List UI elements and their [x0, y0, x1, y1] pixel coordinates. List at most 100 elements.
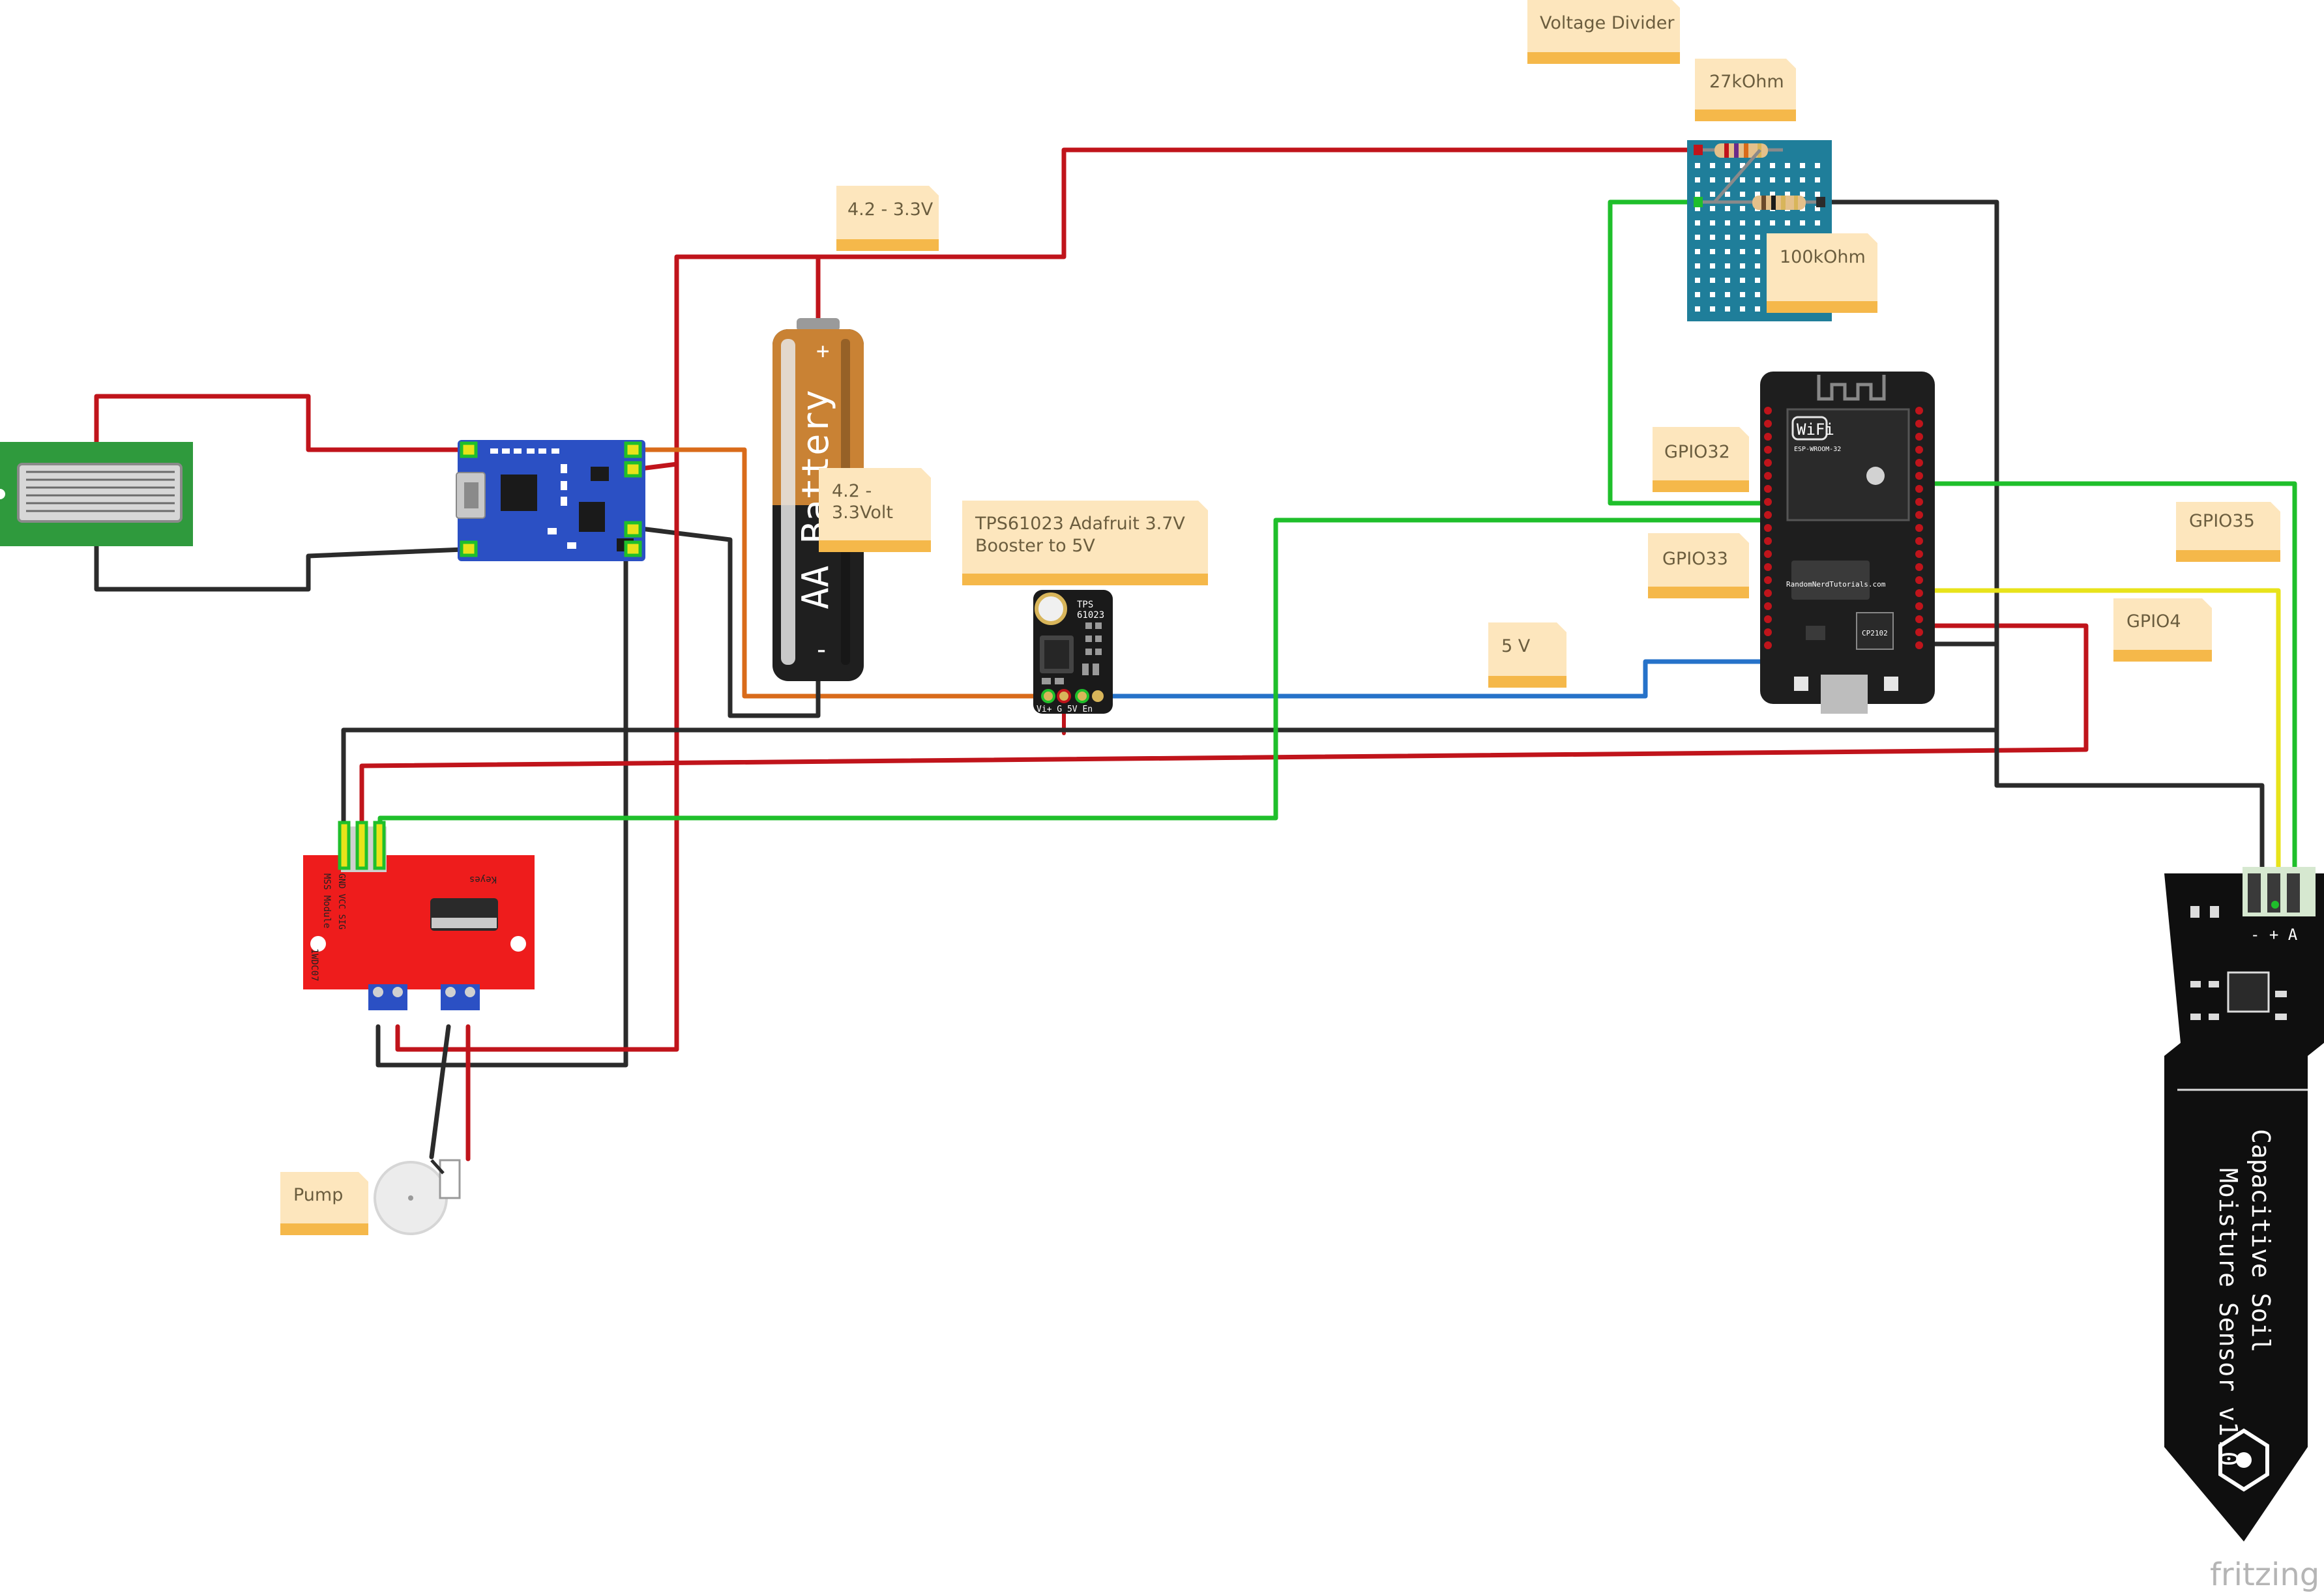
perfboard-hole — [1755, 192, 1760, 197]
sensor-title-line2: Moisture Sensor v1.0 — [2214, 1168, 2243, 1467]
esp32-board: WiFi ESP-WROOM-32 RandomNerdTutorials.co… — [1760, 372, 1935, 714]
perfboard-hole — [1710, 249, 1715, 254]
note-5v: 5 V — [1488, 622, 1566, 688]
esp-pin — [1764, 576, 1772, 584]
perfboard-hole — [1725, 220, 1730, 226]
perfboard-hole — [1770, 192, 1775, 197]
esp-pin — [1764, 498, 1772, 506]
perfboard-hole — [1725, 292, 1730, 297]
wire-batt-to-divider — [816, 147, 1701, 259]
perfboard-hole — [1725, 235, 1730, 240]
aa-battery: + - AA Battery — [772, 318, 864, 681]
soil-moisture-sensor: - + A Capacitive Soil Moisture Sensor v1… — [2164, 867, 2324, 1542]
esp-pin — [1764, 628, 1772, 636]
wire-charger-out-to-booster — [633, 447, 1052, 699]
esp-pin — [1764, 550, 1772, 558]
esp-pin — [1764, 485, 1772, 493]
esp-pin — [1915, 602, 1923, 610]
wire-pump-negative — [429, 1024, 451, 1160]
perfboard-hole — [1740, 192, 1745, 197]
wire-gpio35 — [1766, 481, 2297, 883]
wire-divider-ground — [1816, 199, 2265, 883]
perfboard-hole — [1695, 192, 1700, 197]
esp-pin — [1915, 433, 1923, 441]
perfboard-hole — [1725, 206, 1730, 211]
note-booster-line1: TPS61023 Adafruit 3.7V — [975, 514, 1185, 534]
perfboard-hole — [1710, 192, 1715, 197]
note-gpio33: GPIO33 — [1648, 533, 1749, 598]
perfboard-hole — [1740, 278, 1745, 283]
perfboard-hole — [1710, 220, 1715, 226]
battery-plus-label: + — [816, 338, 829, 364]
wire-ground-to-relay — [375, 548, 628, 1068]
perfboard-hole — [1785, 163, 1790, 168]
sensor-pin-labels: - + A — [2250, 926, 2298, 944]
wire-vcc-rail — [359, 623, 2089, 825]
note-voltage-divider-text: Voltage Divider — [1540, 13, 1675, 33]
wire-gpio33-to-relay — [377, 518, 1771, 825]
relay-brand-label: Keyes — [469, 874, 497, 884]
perfboard-hole — [1755, 263, 1760, 269]
perfboard-hole — [1740, 292, 1745, 297]
wire-positive-to-relay — [395, 461, 679, 1052]
perfboard-hole — [1710, 306, 1715, 312]
perfboard-hole — [1755, 278, 1760, 283]
wire-solar-positive — [94, 394, 465, 452]
perfboard-hole — [1695, 177, 1700, 183]
esp-wifi-logo: WiFi — [1797, 420, 1834, 439]
perfboard-hole — [1725, 163, 1730, 168]
battery-minus-label: - — [814, 635, 829, 665]
note-4-2-3-3v: 4.2 - 3.3V — [836, 186, 939, 251]
solar-panel — [0, 442, 193, 546]
perfboard-hole — [1740, 177, 1745, 183]
esp-site-label: RandomNerdTutorials.com — [1786, 580, 1886, 589]
wire-solar-negative — [94, 533, 465, 592]
esp-pin — [1764, 446, 1772, 454]
perfboard-hole — [1695, 249, 1700, 254]
perfboard-hole — [1740, 163, 1745, 168]
esp-pin — [1764, 563, 1772, 571]
esp-pin — [1915, 563, 1923, 571]
perfboard-hole — [1710, 177, 1715, 183]
wire-booster-5v — [1081, 659, 1771, 699]
note-gpio4: GPIO4 — [2113, 598, 2212, 662]
esp-pin — [1915, 420, 1923, 428]
esp-pin — [1764, 602, 1772, 610]
perfboard-hole — [1740, 263, 1745, 269]
esp-pin — [1915, 615, 1923, 623]
note-5v-text: 5 V — [1501, 636, 1531, 656]
esp-pin — [1764, 589, 1772, 597]
perfboard-hole — [1800, 177, 1805, 183]
perfboard-hole — [1785, 192, 1790, 197]
fritzing-watermark: fritzing — [2210, 1556, 2319, 1593]
perfboard-hole — [1755, 306, 1760, 312]
esp-pin — [1915, 407, 1923, 415]
esp-pin — [1915, 589, 1923, 597]
perfboard-hole — [1710, 278, 1715, 283]
esp-pin — [1915, 485, 1923, 493]
esp-pin — [1764, 459, 1772, 467]
note-booster-line2: Booster to 5V — [975, 536, 1095, 556]
perfboard-hole — [1740, 306, 1745, 312]
booster-module: TPS 61023 Vi+ G 5V En — [1033, 590, 1113, 714]
note-gpio32: GPIO32 — [1653, 427, 1749, 492]
perfboard-hole — [1755, 249, 1760, 254]
wire-charger-out-negative — [633, 525, 821, 718]
notes: Voltage Divider 27kOhm 100kOhm 4.2 - 3.3… — [280, 0, 2280, 1235]
note-batt-range2-line1: 4.2 - — [832, 481, 872, 501]
perfboard-hole — [1755, 220, 1760, 226]
perfboard-hole — [1740, 206, 1745, 211]
note-gpio35-text: GPIO35 — [2189, 511, 2255, 531]
esp-pin — [1915, 628, 1923, 636]
perfboard-hole — [1710, 235, 1715, 240]
perfboard-hole — [1815, 206, 1820, 211]
esp-usb-chip-label: CP2102 — [1862, 629, 1888, 637]
note-pump: Pump — [280, 1172, 368, 1235]
booster-chip-label-1: TPS — [1077, 600, 1093, 610]
sensor-title-line1: Capacitive Soil — [2246, 1129, 2275, 1352]
note-27k: 27kOhm — [1695, 59, 1796, 121]
perfboard-hole — [1815, 177, 1820, 183]
note-pump-text: Pump — [293, 1185, 343, 1205]
perfboard-hole — [1770, 163, 1775, 168]
esp-pin — [1764, 524, 1772, 532]
